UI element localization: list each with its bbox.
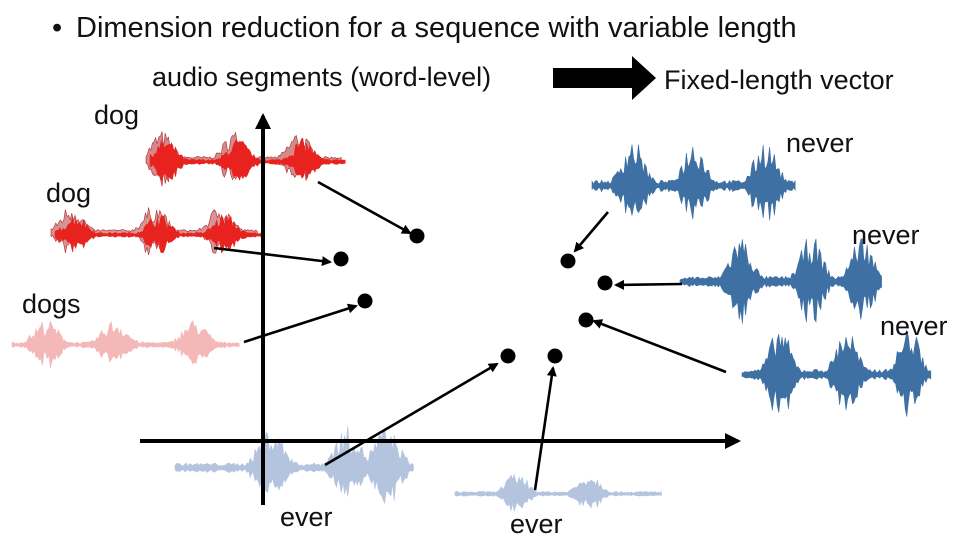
transform-arrow (553, 56, 656, 100)
arrow-ever-1 (324, 362, 499, 467)
source-label: audio segments (word-level) (152, 62, 492, 92)
label-dog-mid: dog (46, 178, 92, 208)
arrow-dogs (243, 303, 358, 344)
label-never-1: never (786, 128, 854, 158)
label-never-2: never (852, 220, 920, 250)
waveform-ever-1 (174, 426, 414, 504)
point-never-3 (578, 312, 594, 328)
point-dogs (357, 293, 373, 309)
bullet-glyph: • (52, 12, 63, 44)
waveform-never-1 (591, 144, 796, 221)
label-dog-top: dog (94, 100, 140, 130)
waveform-never-2 (679, 238, 882, 324)
label-never-3: never (880, 311, 948, 341)
label-ever-2: ever (510, 509, 563, 539)
arrow-dog-top (317, 180, 412, 235)
target-label: Fixed-length vector (664, 65, 894, 95)
waveform-never-3 (741, 330, 932, 417)
point-never-1 (560, 253, 576, 269)
point-ever-2 (547, 348, 563, 364)
point-never-2 (597, 275, 613, 291)
waveform-dog-mid (54, 214, 262, 254)
waveform-dog-top (149, 137, 346, 183)
arrow-never-1 (573, 211, 609, 253)
point-ever-1 (500, 348, 516, 364)
bullet-title: Dimension reduction for a sequence with … (76, 12, 797, 44)
arrow-never-2 (614, 279, 683, 290)
waveform-layer (11, 131, 932, 512)
label-dogs: dogs (22, 289, 81, 319)
waveform-ever-2 (454, 473, 662, 512)
label-ever-1: ever (280, 502, 333, 532)
arrow-ever-2 (533, 366, 557, 491)
point-dog-mid (333, 251, 349, 267)
arrow-never-3 (592, 319, 727, 374)
bullet-text: • Dimension reduction for a sequence with… (52, 14, 797, 43)
waveform-dogs (11, 319, 240, 368)
arrow-dog-mid (213, 246, 332, 267)
point-dog-top (409, 228, 425, 244)
